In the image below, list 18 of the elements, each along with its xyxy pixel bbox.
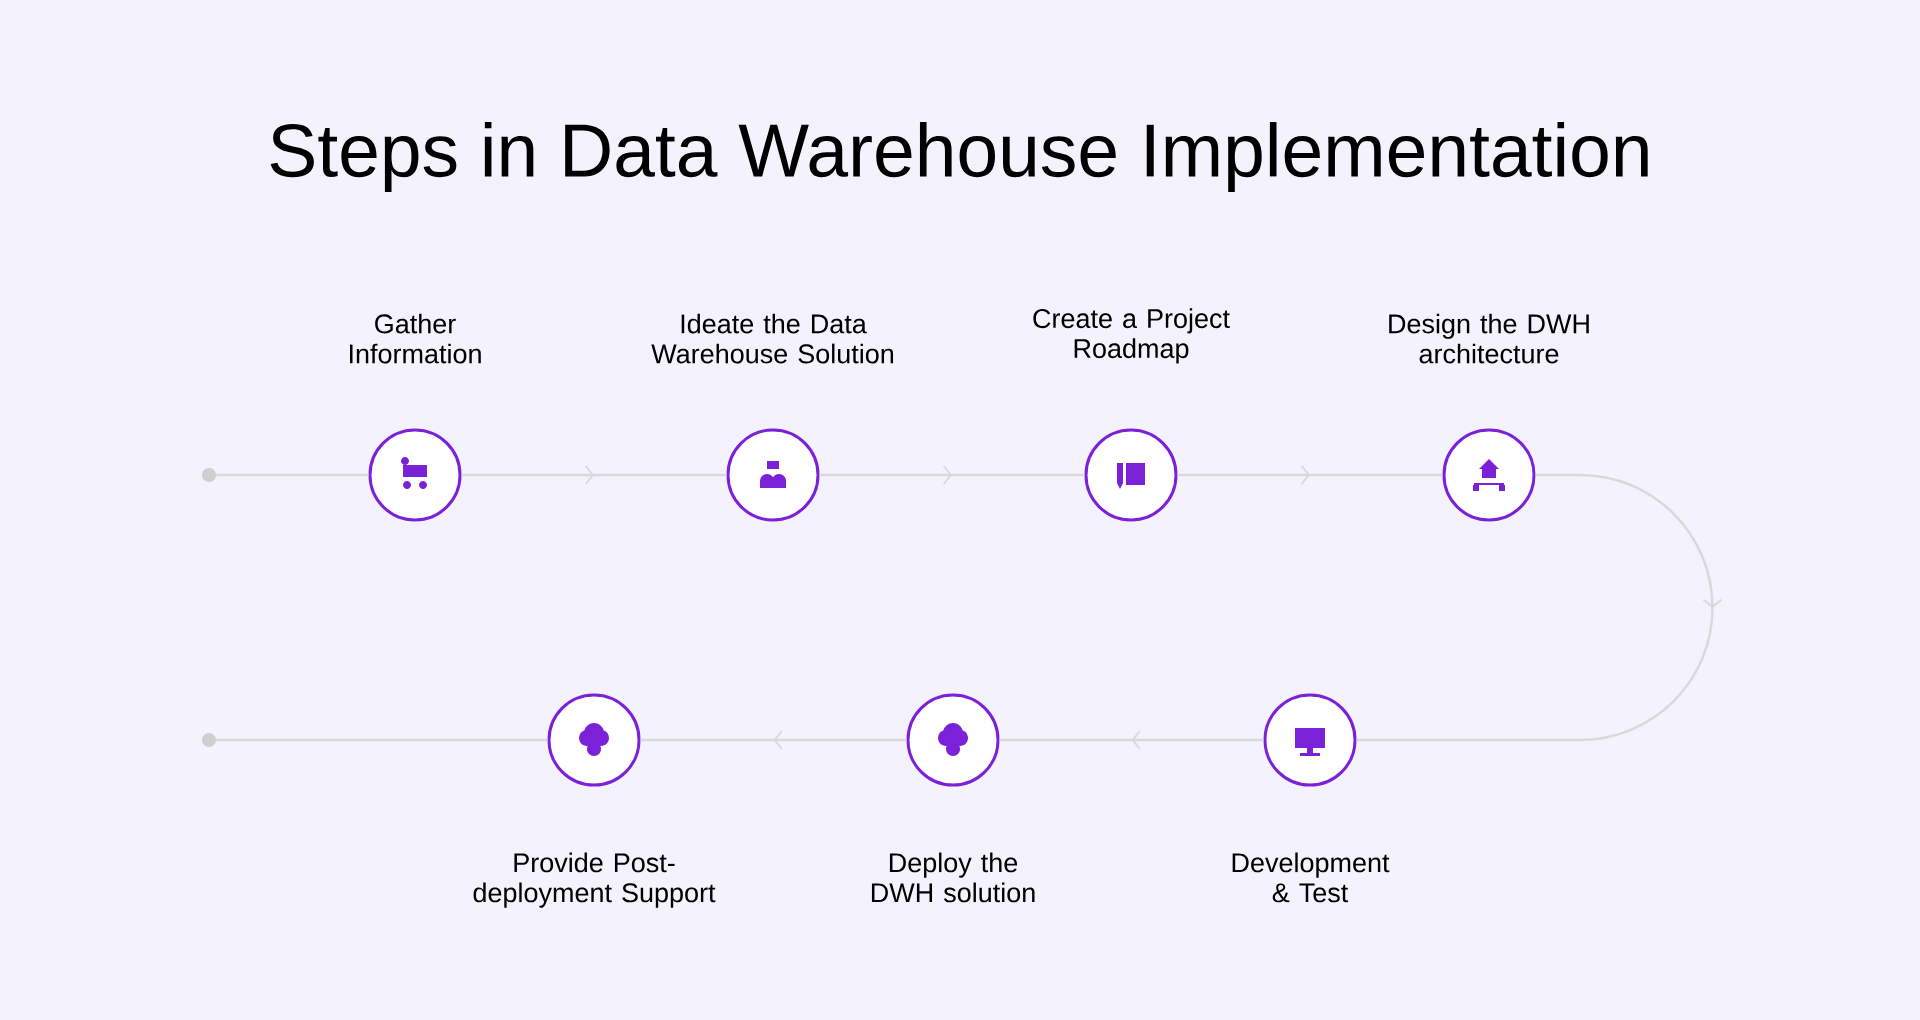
step-label: Deploy the DWH solution bbox=[871, 852, 1035, 903]
connector bbox=[819, 465, 1085, 485]
endpoint-dot bbox=[202, 468, 216, 482]
step-label: Provide Post-deployment Support bbox=[473, 852, 716, 908]
connector bbox=[461, 465, 727, 485]
step-label: Development & Test bbox=[1232, 852, 1390, 903]
connector bbox=[640, 730, 907, 750]
connector bbox=[999, 730, 1264, 750]
connector bbox=[216, 473, 369, 477]
connector bbox=[1177, 465, 1443, 485]
connector bbox=[1356, 473, 1723, 742]
step-label: Design the DWH architecture bbox=[1389, 313, 1589, 364]
step-label: Gather Information bbox=[349, 313, 481, 364]
endpoint-dot bbox=[202, 733, 216, 747]
step-label: Ideate the Data Warehouse Solution bbox=[651, 313, 894, 364]
connector bbox=[216, 738, 548, 742]
title: Steps in Data Warehouse Implementation bbox=[270, 122, 1648, 192]
step-label: Create a Project Roadmap bbox=[1033, 308, 1230, 364]
